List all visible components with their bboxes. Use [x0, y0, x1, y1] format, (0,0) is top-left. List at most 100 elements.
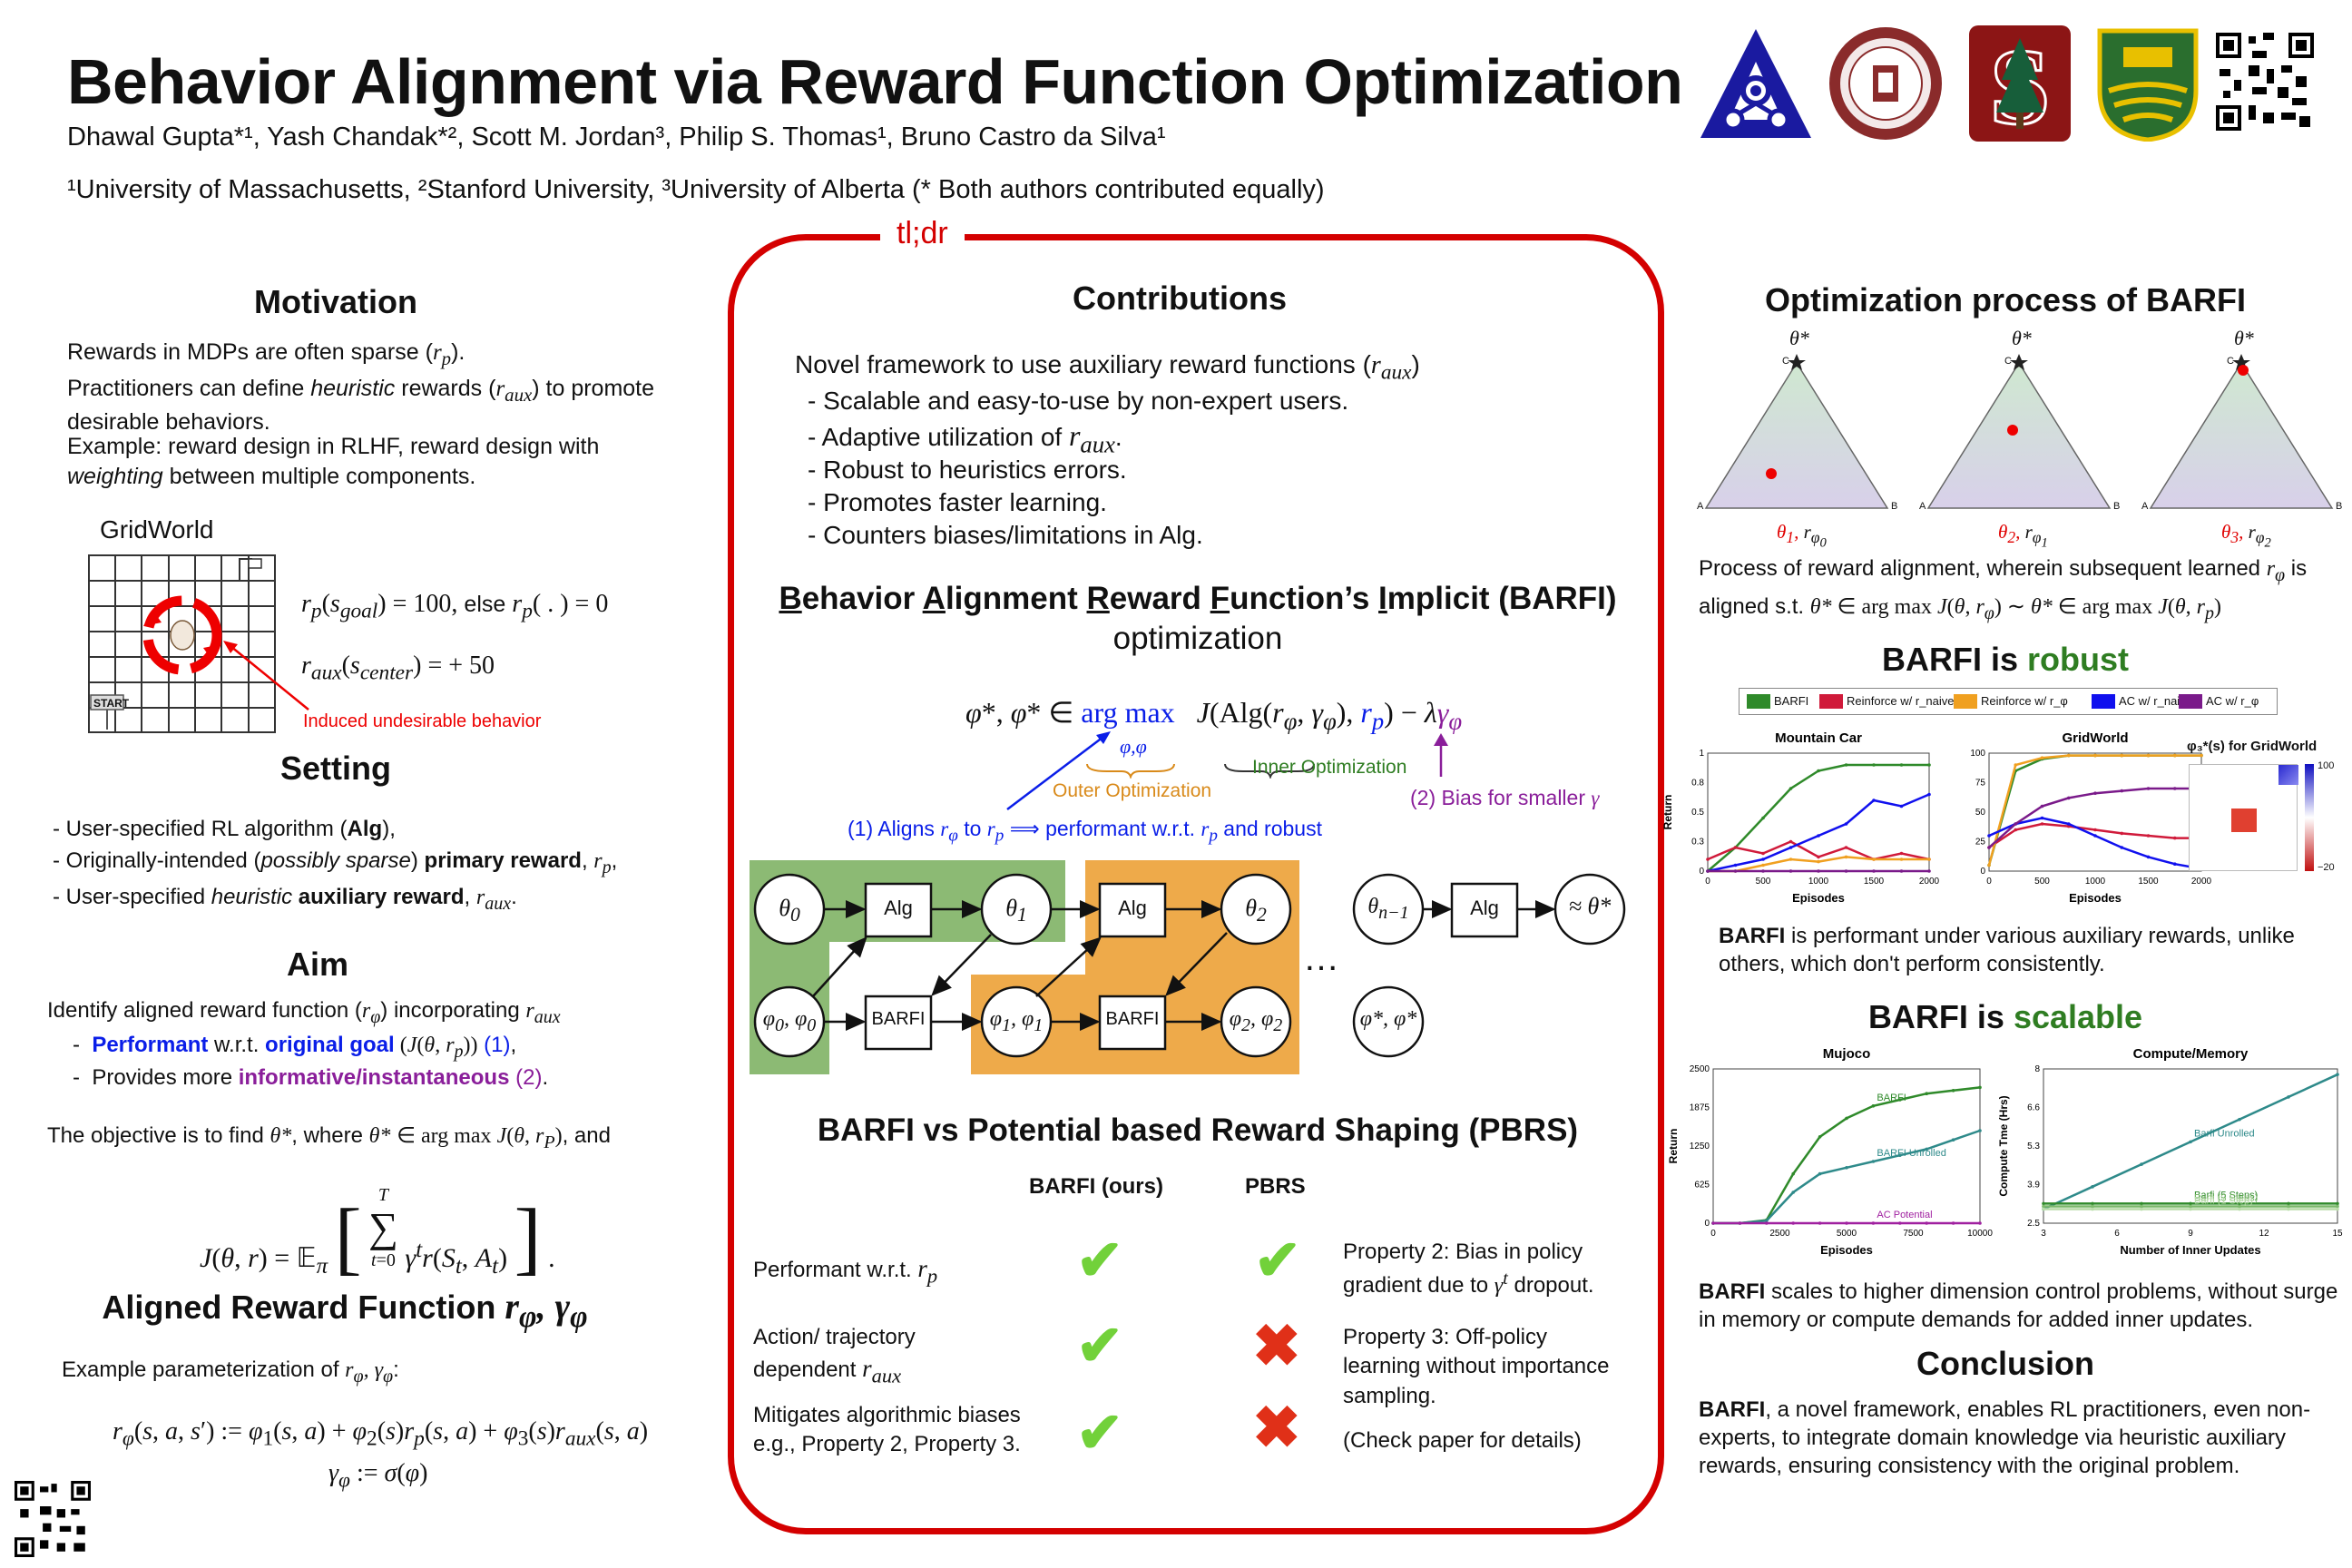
aligned-eq1: rφ(s, a, s′) := φ1(s, a) + φ2(s)rp(s, a)… [113, 1417, 649, 1451]
data-point [1788, 846, 1793, 849]
colorbar-max: 100 [2318, 760, 2335, 771]
label-theta2: θ2 [1245, 895, 1267, 926]
y-axis-label: Return [1661, 795, 1674, 830]
x-tick-label: 10000 [1967, 1229, 1993, 1239]
qr-code-top[interactable] [2216, 33, 2314, 131]
check-icon: ✔ [1076, 1315, 1123, 1377]
data-point [2066, 753, 2071, 758]
data-point [2287, 1204, 2290, 1209]
pbrs-col-pbrs: PBRS [1245, 1174, 1306, 1199]
label-phi2: φ2, φ2 [1229, 1007, 1283, 1035]
data-point [2014, 822, 2018, 826]
data-point [2120, 831, 2124, 836]
pbrs-row-1-note: Property 2: Bias in policy gradient due … [1343, 1240, 1594, 1298]
gridworld-heatmap [2189, 764, 2298, 871]
data-point [2336, 1201, 2339, 1206]
data-point [2091, 1201, 2094, 1206]
gridworld-label: GridWorld [100, 515, 214, 544]
inner-optimization-label: Inner Optimization [1252, 757, 1407, 778]
tri-vertex-c-2: C [2004, 356, 2012, 367]
start-sign-label: START [93, 697, 130, 710]
data-point [1951, 1138, 1955, 1142]
plot-frame [1988, 752, 2202, 872]
motivation-title: Motivation [254, 283, 417, 320]
data-point [2120, 753, 2124, 758]
aligns-annotation: (1) Aligns rφ to rp ⟹ performant w.r.t. … [848, 817, 1322, 846]
data-point [2140, 1162, 2143, 1166]
chart-title: Compute/Memory [2133, 1046, 2249, 1062]
y-tick-label: 25 [1975, 838, 1986, 848]
data-point [2014, 763, 2018, 767]
x-tick-label: 0 [1705, 877, 1710, 887]
motivation-p3: Example: reward design in RLHF, reward d… [67, 434, 600, 489]
legend-item-2: Reinforce w/ r_φ [1981, 694, 2068, 708]
x-axis-label: Episodes [1792, 891, 1845, 905]
label-phistar: φ*, φ* [1359, 1007, 1417, 1031]
x-tick-label: 6 [2114, 1229, 2120, 1239]
x-tick-label: 2000 [1919, 877, 1940, 887]
tri-point-2 [2007, 425, 2018, 436]
data-point [1871, 1160, 1876, 1163]
tri-vertex-c-3: C [2227, 356, 2234, 367]
barfi-equation: φ*, φ* ∈ arg max J(Alg(rφ, γφ), rp) − λγ… [965, 696, 1463, 735]
y-tick-label: 1 [1699, 749, 1704, 759]
y-tick-label: 2500 [1690, 1064, 1710, 1074]
poster-title: Behavior Alignment via Reward Function O… [67, 46, 1683, 117]
data-point [2336, 1073, 2339, 1076]
data-point [1733, 869, 1738, 873]
data-point [2040, 822, 2044, 826]
heatmap-colorbar [2305, 764, 2314, 871]
qr-code-bottom[interactable] [15, 1481, 91, 1557]
y-tick-label: 6.6 [2027, 1103, 2040, 1113]
tri-label-1: θ1, rφ0 [1777, 521, 1827, 551]
series-label: AC Potential [1877, 1210, 1932, 1220]
node-alg-2 [1098, 882, 1167, 938]
barfi-eq-braces [1086, 763, 1315, 779]
setting-item: - Originally-intended (possibly sparse) … [53, 848, 618, 877]
series-label: BARFI Unrolled [1877, 1148, 1945, 1159]
label-theta1: θ1 [1005, 895, 1027, 926]
legend-swatch [2092, 694, 2115, 709]
data-point [1818, 1135, 1822, 1139]
data-point [1761, 851, 1765, 856]
tri-vertex-a-3: A [2141, 501, 2149, 512]
x-tick-label: 12 [2259, 1229, 2269, 1239]
data-point [2140, 1204, 2143, 1209]
data-point [2093, 828, 2097, 832]
data-point [2091, 1185, 2094, 1189]
data-point [1899, 858, 1904, 861]
y-tick-label: 0.5 [1691, 808, 1704, 818]
cross-icon: ✖ [1252, 1313, 1301, 1378]
data-point [1987, 834, 1991, 838]
chart-title: Mujoco [1823, 1046, 1871, 1062]
y-axis-label: Return [1667, 1129, 1680, 1164]
data-point [1817, 855, 1820, 859]
gridworld-eq2: raux(scenter) = + 50 [301, 652, 495, 685]
x-tick-label: 3 [2041, 1229, 2046, 1239]
data-point [2336, 1207, 2339, 1211]
data-point [1871, 1221, 1876, 1225]
label-alg-3: Alg [1470, 897, 1499, 919]
data-point [1927, 869, 1931, 873]
y-tick-label: 50 [1975, 808, 1986, 818]
data-point [1761, 863, 1765, 867]
data-point [1925, 1092, 1928, 1095]
motivation-p1: Rewards in MDPs are often sparse (rp). [67, 339, 466, 369]
contrib-item-3: - Robust to heuristics errors. [808, 456, 1127, 484]
setting-list: - User-specified RL algorithm (Alg), - O… [53, 811, 688, 919]
tri-top-1: θ* [1789, 327, 1809, 349]
data-point [2238, 1207, 2241, 1211]
data-point [1872, 858, 1876, 861]
chart-gridworld: GridWorld00500251000501500752000100Episo… [1970, 730, 2211, 905]
data-point [2172, 787, 2177, 790]
x-axis-label: Episodes [2069, 891, 2122, 905]
legend-item-0: BARFI [1774, 694, 1809, 708]
legend-swatch [1954, 694, 1977, 709]
chart-compute-memory: Compute/Memory32.563.995.3126.6158Number… [1997, 1046, 2343, 1257]
data-point [2146, 787, 2151, 790]
tri-point-1 [1766, 468, 1777, 479]
series-line [1988, 817, 2202, 870]
robust-legend: BARFI Reinforce w/ r_naive Reinforce w/ … [1739, 688, 2278, 715]
data-point [2140, 1207, 2143, 1211]
data-point [2040, 756, 2044, 760]
